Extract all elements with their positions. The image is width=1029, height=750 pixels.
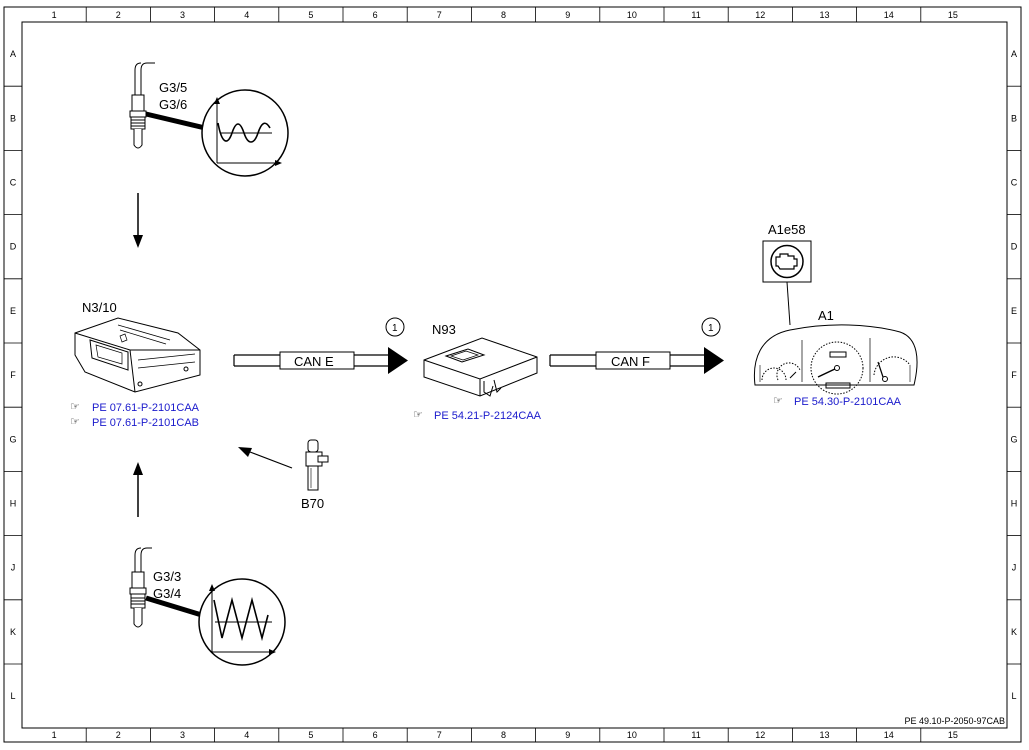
arrow-sensor-bottom-to-ecu bbox=[133, 462, 143, 517]
arrow-sensor-to-ecu bbox=[133, 193, 143, 248]
ecu-ref-2-text[interactable]: PE 07.61-P-2101CAB bbox=[92, 417, 199, 429]
column-number-top: 6 bbox=[373, 10, 378, 20]
column-number-top: 12 bbox=[755, 10, 765, 20]
waveform-scope-top bbox=[201, 89, 289, 177]
engine-warning-icon bbox=[775, 253, 798, 270]
can-f-bus bbox=[549, 347, 724, 374]
column-number-bottom: 7 bbox=[437, 730, 442, 740]
n93-label: N93 bbox=[432, 322, 456, 337]
sensor-b70 bbox=[305, 439, 329, 491]
column-number-top: 11 bbox=[691, 10, 700, 20]
column-number-bottom: 5 bbox=[308, 730, 313, 740]
n93-ref-text[interactable]: PE 54.21-P-2124CAA bbox=[434, 410, 542, 422]
column-number-top: 4 bbox=[244, 10, 249, 20]
can-e-marker-text: 1 bbox=[392, 323, 398, 334]
b70-label: B70 bbox=[301, 496, 324, 511]
column-number-top: 3 bbox=[180, 10, 185, 20]
row-letter-right: A bbox=[1011, 49, 1017, 59]
pointing-hand-icon: ☞ bbox=[70, 416, 80, 428]
column-number-top: 14 bbox=[884, 10, 894, 20]
column-number-bottom: 3 bbox=[180, 730, 185, 740]
ecu-label: N3/10 bbox=[82, 300, 117, 315]
column-number-top: 5 bbox=[308, 10, 313, 20]
row-letter-left: K bbox=[10, 627, 16, 637]
row-letter-left: E bbox=[10, 306, 16, 316]
column-number-bottom: 9 bbox=[565, 730, 570, 740]
a1-ref-text[interactable]: PE 54.30-P-2101CAA bbox=[794, 396, 902, 408]
column-number-top: 8 bbox=[501, 10, 506, 20]
ecu-ref-2[interactable]: ☞ PE 07.61-P-2101CAB bbox=[70, 416, 199, 429]
outer-frame bbox=[3, 6, 1022, 743]
column-number-bottom: 12 bbox=[755, 730, 765, 740]
column-number-top: 9 bbox=[565, 10, 570, 20]
ecu-n3-10 bbox=[74, 317, 201, 393]
column-number-bottom: 2 bbox=[116, 730, 121, 740]
row-letter-left: L bbox=[10, 691, 15, 701]
instrument-cluster-a1 bbox=[753, 324, 918, 395]
row-letter-left: F bbox=[10, 370, 16, 380]
row-letter-right: D bbox=[1011, 242, 1018, 252]
row-letter-right: G bbox=[1010, 434, 1017, 444]
sensor-bottom-label-1: G3/3 bbox=[153, 569, 181, 584]
row-letter-right: K bbox=[1011, 627, 1017, 637]
row-letter-right: L bbox=[1011, 691, 1016, 701]
can-e-bus bbox=[233, 347, 408, 374]
row-letter-left: J bbox=[11, 563, 16, 573]
row-letter-right: H bbox=[1011, 499, 1018, 509]
column-number-top: 7 bbox=[437, 10, 442, 20]
inner-frame bbox=[21, 21, 1008, 729]
row-letter-left: B bbox=[10, 113, 16, 123]
can-e-label: CAN E bbox=[294, 354, 334, 369]
a1-label: A1 bbox=[818, 308, 834, 323]
column-number-bottom: 11 bbox=[691, 730, 700, 740]
column-number-top: 2 bbox=[116, 10, 121, 20]
row-letter-left: H bbox=[10, 499, 17, 509]
sensor-top-label-2: G3/6 bbox=[159, 97, 187, 112]
row-letter-left: D bbox=[10, 242, 17, 252]
row-letter-right: F bbox=[1011, 370, 1017, 380]
column-number-top: 13 bbox=[819, 10, 829, 20]
row-letter-right: C bbox=[1011, 178, 1018, 188]
can-e-marker: 1 bbox=[385, 317, 405, 337]
column-number-bottom: 4 bbox=[244, 730, 249, 740]
column-number-top: 15 bbox=[948, 10, 958, 20]
column-number-bottom: 6 bbox=[373, 730, 378, 740]
column-number-bottom: 15 bbox=[948, 730, 958, 740]
row-letter-right: E bbox=[1011, 306, 1017, 316]
ecu-ref-1[interactable]: ☞ PE 07.61-P-2101CAA bbox=[70, 401, 200, 414]
row-letter-left: G bbox=[9, 434, 16, 444]
pointing-hand-icon: ☞ bbox=[773, 395, 783, 407]
ecu-ref-1-text[interactable]: PE 07.61-P-2101CAA bbox=[92, 402, 200, 414]
a1-ref[interactable]: ☞ PE 54.30-P-2101CAA bbox=[773, 395, 902, 408]
column-number-bottom: 13 bbox=[819, 730, 829, 740]
can-f-marker: 1 bbox=[701, 317, 721, 337]
a1e58-label: A1e58 bbox=[768, 222, 806, 237]
column-number-bottom: 1 bbox=[52, 730, 57, 740]
row-letter-left: A bbox=[10, 49, 16, 59]
sensor-bottom-label-2: G3/4 bbox=[153, 586, 181, 601]
column-number-top: 1 bbox=[52, 10, 57, 20]
module-n93 bbox=[423, 337, 538, 397]
column-number-top: 10 bbox=[627, 10, 637, 20]
column-number-bottom: 8 bbox=[501, 730, 506, 740]
n93-ref[interactable]: ☞ PE 54.21-P-2124CAA bbox=[413, 409, 542, 422]
can-f-label: CAN F bbox=[611, 354, 650, 369]
waveform-scope-bottom bbox=[198, 578, 286, 666]
warning-lamp-a1e58 bbox=[762, 240, 812, 326]
arrow-b70-to-ecu bbox=[238, 447, 293, 469]
sensor-top-label-1: G3/5 bbox=[159, 80, 187, 95]
column-number-bottom: 14 bbox=[884, 730, 894, 740]
row-letter-right: J bbox=[1012, 563, 1017, 573]
grid-frame: 1122334455667788991010111112121313141415… bbox=[4, 7, 1021, 742]
pointing-hand-icon: ☞ bbox=[413, 409, 423, 421]
row-letter-left: C bbox=[10, 178, 17, 188]
row-letter-right: B bbox=[1011, 113, 1017, 123]
column-number-bottom: 10 bbox=[627, 730, 637, 740]
document-id: PE 49.10-P-2050-97CAB bbox=[904, 716, 1005, 726]
pointing-hand-icon: ☞ bbox=[70, 401, 80, 413]
can-f-marker-text: 1 bbox=[708, 323, 714, 334]
